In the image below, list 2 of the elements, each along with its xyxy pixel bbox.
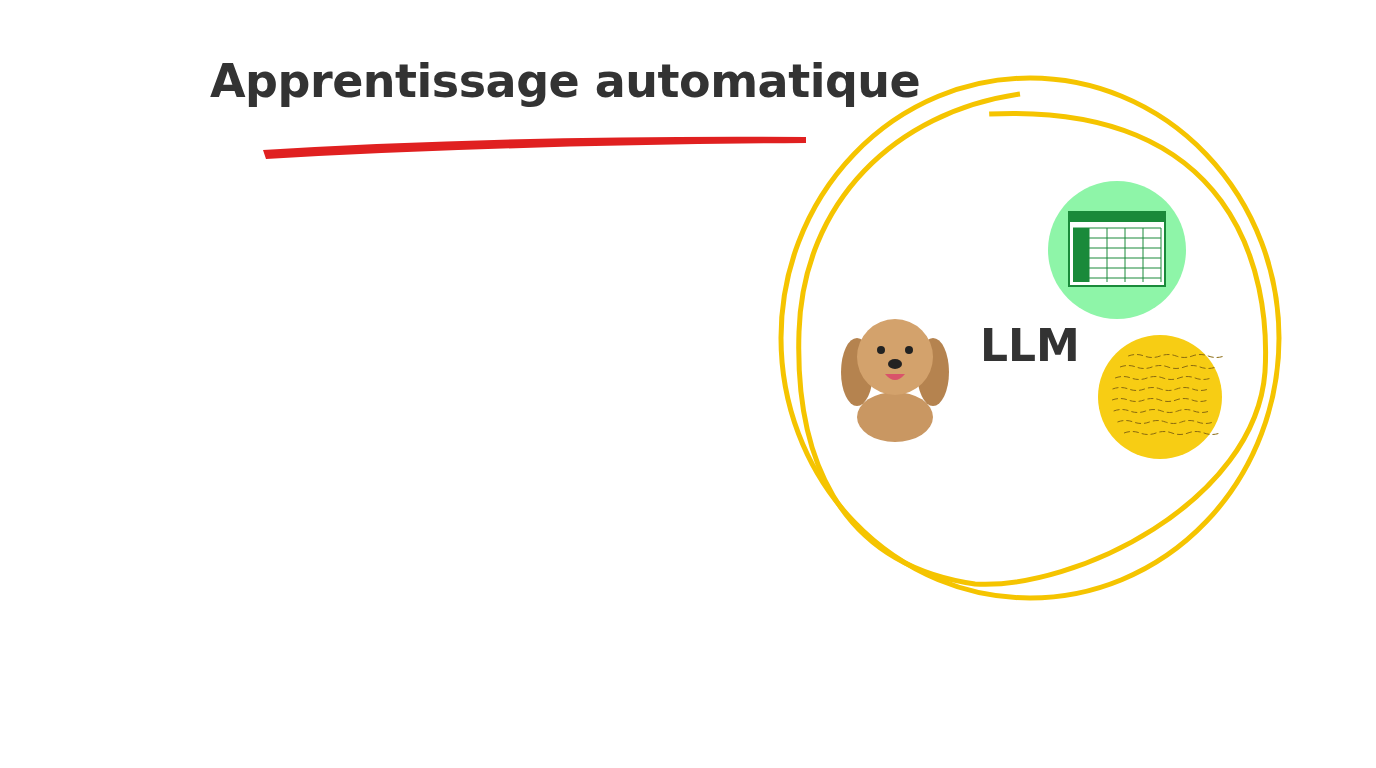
title: Apprentissage automatique [210,54,921,108]
llm-label: LLM [980,320,1080,371]
